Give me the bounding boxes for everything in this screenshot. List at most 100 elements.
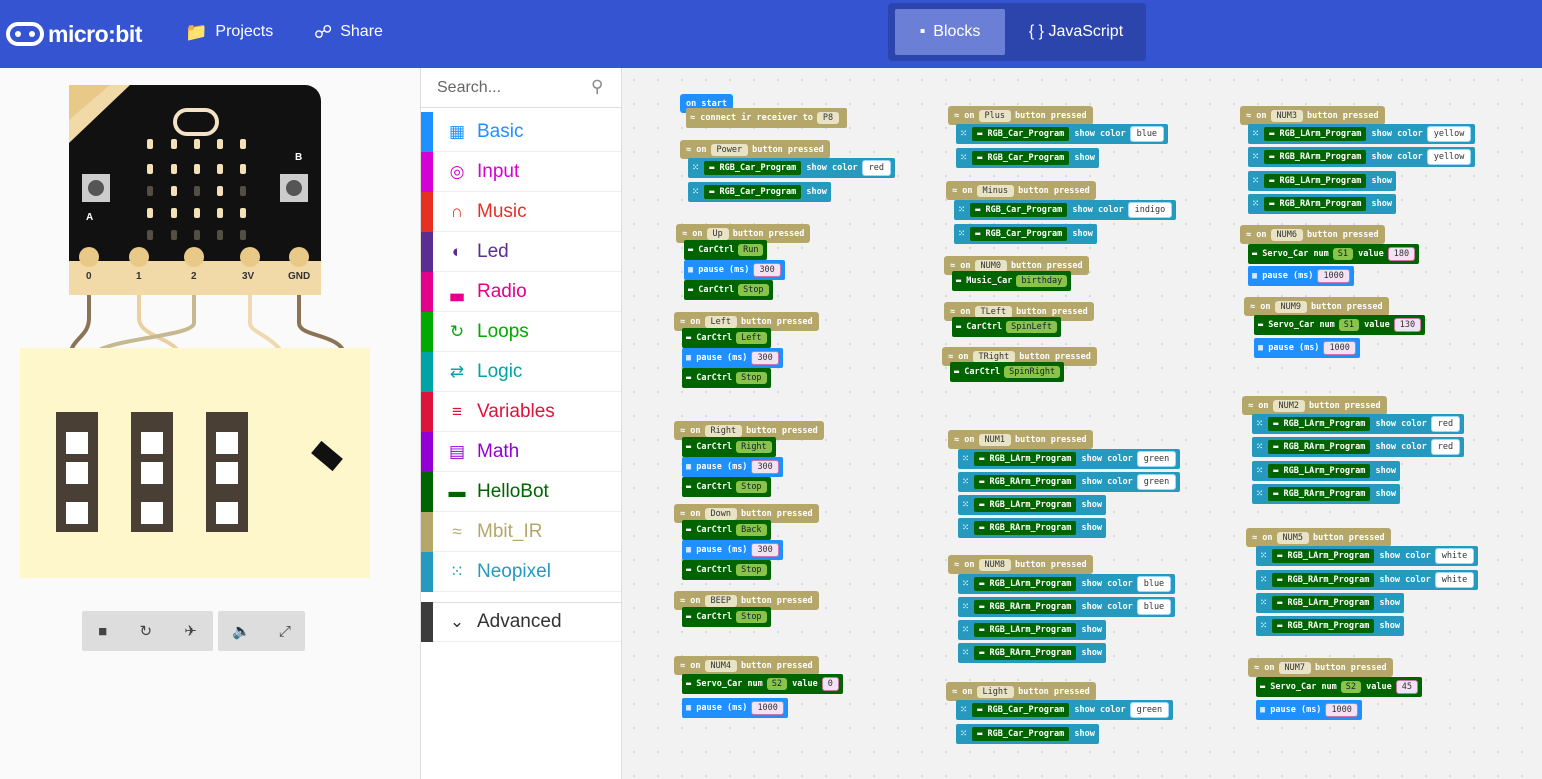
servo-dropdown[interactable]: S2 <box>1340 681 1362 693</box>
key-dropdown[interactable]: Minus <box>976 184 1015 197</box>
action-dropdown[interactable]: Stop <box>736 611 767 623</box>
simulator-board[interactable]: A B 0 1 2 3V GND <box>0 68 420 608</box>
program-block[interactable]: ▬ RGB_LArm_Program <box>974 498 1077 512</box>
category-hellobot[interactable]: ▬HelloBot <box>421 471 621 512</box>
color-dropdown[interactable]: blue <box>1136 599 1172 615</box>
color-dropdown[interactable]: red <box>1430 439 1461 455</box>
key-dropdown[interactable]: NUM3 <box>1270 109 1303 122</box>
action-dropdown[interactable]: SpinLeft <box>1006 321 1058 333</box>
key-dropdown[interactable]: Power <box>710 143 749 156</box>
action-dropdown[interactable]: Stop <box>736 481 767 493</box>
program-block[interactable]: ▬ RGB_Car_Program <box>972 703 1070 717</box>
category-basic[interactable]: ▦Basic <box>421 111 621 152</box>
color-dropdown[interactable]: red <box>1430 416 1461 432</box>
key-dropdown[interactable]: NUM0 <box>974 259 1007 272</box>
servo-value[interactable]: 130 <box>1393 318 1422 332</box>
action-dropdown[interactable]: SpinRight <box>1004 366 1061 378</box>
program-block[interactable]: ▬ RGB_LArm_Program <box>974 623 1077 637</box>
program-block[interactable]: ▬ RGB_LArm_Program <box>1264 174 1367 188</box>
color-dropdown[interactable]: yellow <box>1426 126 1472 142</box>
key-dropdown[interactable]: TRight <box>972 350 1016 363</box>
pause-value[interactable]: 1000 <box>1325 703 1358 717</box>
button-a-cap[interactable] <box>88 180 104 196</box>
search-input[interactable]: Search... <box>437 79 502 96</box>
key-dropdown[interactable]: NUM4 <box>704 659 737 672</box>
neopixel-block[interactable]: ⁙ ▬ RGB_LArm_Program show <box>1256 593 1404 613</box>
pause-block[interactable]: ▦ pause (ms)1000 <box>682 698 788 718</box>
action-dropdown[interactable]: Run <box>738 244 764 256</box>
button-b-cap[interactable] <box>286 180 302 196</box>
search-icon[interactable]: ⚲ <box>591 77 604 96</box>
program-block[interactable]: ▬ RGB_RArm_Program <box>974 646 1077 660</box>
category-logic[interactable]: ⇄Logic <box>421 351 621 392</box>
key-dropdown[interactable]: Up <box>706 227 729 240</box>
servo-value[interactable]: 0 <box>821 677 839 691</box>
slow-motion-icon[interactable]: ✈ <box>184 623 197 640</box>
stop-icon[interactable]: ■ <box>98 622 108 640</box>
category-loops[interactable]: ↻Loops <box>421 311 621 352</box>
color-dropdown[interactable]: red <box>861 160 891 176</box>
restart-icon[interactable]: ↻ <box>139 623 153 640</box>
key-dropdown[interactable]: Right <box>704 424 743 437</box>
microbit-logo[interactable]: micro:bit <box>6 20 142 48</box>
neopixel-block[interactable]: ⁙ ▬ RGB_RArm_Program show <box>1248 194 1396 214</box>
neopixel-block[interactable]: ⁙ ▬ RGB_LArm_Program show <box>1252 461 1400 481</box>
category-led[interactable]: ◐Led <box>421 231 621 272</box>
neopixel-block[interactable]: ⁙ ▬ RGB_RArm_Program show <box>958 518 1106 538</box>
share-button[interactable]: ☍ Share <box>314 20 383 44</box>
key-dropdown[interactable]: NUM5 <box>1276 531 1309 544</box>
program-block[interactable]: ▬ RGB_LArm_Program <box>974 577 1077 591</box>
toolbox-search[interactable]: Search... ⚲ <box>421 68 621 108</box>
key-dropdown[interactable]: Down <box>704 507 737 520</box>
neopixel-block[interactable]: ⁙ ▬ RGB_LArm_Program show <box>1248 171 1396 191</box>
fullscreen-icon[interactable]: ⤢ <box>278 622 291 640</box>
tab-blocks[interactable]: ▪ Blocks <box>895 9 1005 55</box>
action-dropdown[interactable]: Back <box>736 524 767 536</box>
program-block[interactable]: ▬ RGB_Car_Program <box>970 203 1068 217</box>
program-block[interactable]: ▬ RGB_LArm_Program <box>1264 127 1367 141</box>
neopixel-block[interactable]: ⁙ ▬ RGB_RArm_Program show <box>1256 616 1404 636</box>
servo-value[interactable]: 45 <box>1395 680 1419 694</box>
program-block[interactable]: ▬ RGB_RArm_Program <box>1264 150 1367 164</box>
category-advanced[interactable]: ⌄ Advanced <box>421 602 621 642</box>
color-dropdown[interactable]: green <box>1136 451 1177 467</box>
servo-value[interactable]: 180 <box>1387 247 1416 261</box>
program-block[interactable]: ▬ RGB_RArm_Program <box>974 475 1077 489</box>
key-dropdown[interactable]: NUM9 <box>1274 300 1307 313</box>
category-variables[interactable]: ≡Variables <box>421 391 621 432</box>
program-block[interactable]: ▬ RGB_LArm_Program <box>1272 596 1375 610</box>
color-dropdown[interactable]: yellow <box>1426 149 1472 165</box>
program-block[interactable]: ▬ RGB_LArm_Program <box>1268 417 1371 431</box>
servo-dropdown[interactable]: S1 <box>1338 319 1360 331</box>
neopixel-block[interactable]: ⁙ ▬ RGB_Car_Program show <box>688 182 831 202</box>
